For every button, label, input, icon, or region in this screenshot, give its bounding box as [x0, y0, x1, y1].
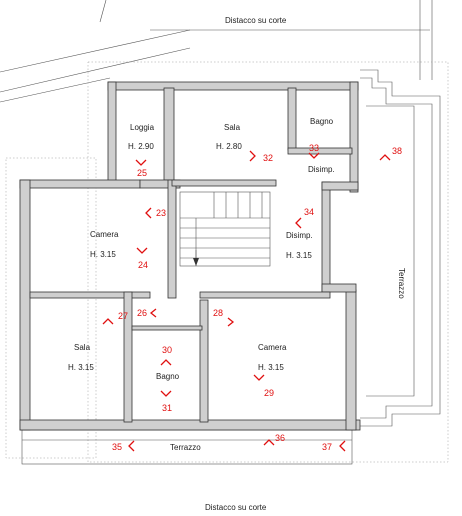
photo-point-27: 27 — [118, 311, 128, 321]
arrow-29 — [253, 374, 265, 381]
photo-point-26: 26 — [137, 308, 147, 318]
room-name-bagno-top: Bagno — [310, 117, 334, 126]
staircase — [179, 191, 271, 267]
photo-point-24: 24 — [138, 260, 148, 270]
photo-point-30: 30 — [162, 345, 172, 355]
top-boundary-label: Distacco su corte — [225, 16, 287, 25]
room-name-sala-bottom: Sala — [74, 343, 91, 352]
room-name-camera-left: Camera — [90, 230, 119, 239]
exterior-walls — [19, 81, 361, 431]
arrow-32 — [249, 150, 256, 162]
photo-point-28: 28 — [213, 308, 223, 318]
photo-point-38: 38 — [392, 146, 402, 156]
arrow-38 — [379, 154, 391, 161]
room-height-sala-bottom: H. 3.15 — [68, 363, 94, 372]
photo-point-29: 29 — [264, 388, 274, 398]
view-direction-arrows — [102, 150, 391, 452]
photo-point-33: 33 — [309, 143, 319, 153]
room-height-camera-right: H. 3.15 — [258, 363, 284, 372]
room-name-disimp-mid: Disimp. — [286, 231, 313, 240]
bottom-boundary-label: Distacco su corte — [205, 503, 267, 512]
arrow-25 — [135, 159, 147, 166]
arrow-31 — [160, 390, 172, 397]
room-labels: Loggia H. 2.90 Sala H. 2.80 Bagno Disimp… — [68, 117, 406, 452]
room-name-camera-right: Camera — [258, 343, 287, 352]
arrow-33 — [308, 152, 320, 159]
terrace-right-outline — [360, 69, 441, 427]
arrow-36 — [263, 439, 275, 446]
photo-point-25: 25 — [137, 168, 147, 178]
room-name-bagno-bottom: Bagno — [156, 372, 180, 381]
site-context-lines — [0, 0, 449, 463]
arrow-27 — [102, 318, 114, 325]
photo-point-23: 23 — [156, 208, 166, 218]
photo-point-35: 35 — [112, 442, 122, 452]
room-height-disimp-mid: H. 3.15 — [286, 251, 312, 260]
arrow-35 — [128, 440, 135, 452]
room-name-loggia: Loggia — [130, 123, 155, 132]
photo-point-31: 31 — [162, 403, 172, 413]
photo-point-34: 34 — [304, 207, 314, 217]
photo-point-32: 32 — [263, 153, 273, 163]
arrow-24 — [136, 247, 148, 254]
photo-point-36: 36 — [275, 433, 285, 443]
interior-walls — [29, 87, 353, 423]
arrow-30 — [160, 359, 172, 366]
room-height-loggia: H. 2.90 — [128, 142, 154, 151]
room-name-sala-top: Sala — [224, 123, 241, 132]
terrace-bottom-label: Terrazzo — [170, 443, 201, 452]
arrow-34 — [295, 217, 302, 229]
arrow-23 — [145, 207, 152, 219]
terrace-right-label: Terrazzo — [397, 268, 406, 299]
photo-point-37: 37 — [322, 442, 332, 452]
arrow-37 — [339, 440, 346, 452]
arrow-26 — [149, 308, 157, 318]
photo-points: 23 24 25 26 27 28 29 30 31 32 33 34 35 3… — [112, 143, 402, 452]
arrow-28 — [227, 317, 235, 327]
room-height-camera-left: H. 3.15 — [90, 250, 116, 259]
room-height-sala-top: H. 2.80 — [216, 142, 242, 151]
room-name-disimp-top: Disimp. — [308, 165, 335, 174]
